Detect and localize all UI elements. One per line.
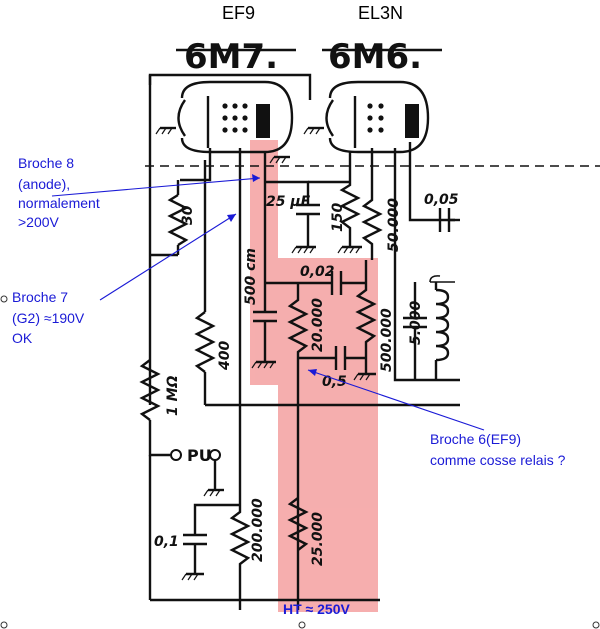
label-cap-0-05: 0,05 <box>424 192 459 208</box>
resistor-500000 <box>355 260 377 374</box>
resistor-el3n-grid <box>361 148 383 260</box>
annotation-pin8: Broche 8 (anode), normalement >200V <box>18 155 100 230</box>
transformer-coil <box>403 275 455 380</box>
capacitor-0-1 <box>183 503 240 574</box>
old-tube-label-6m7: 6M7. <box>184 37 278 77</box>
label-r-30: 30 <box>180 205 196 225</box>
resistor-1mohm <box>139 359 161 421</box>
annotation-pin6-line1: Broche 6(EF9) <box>430 431 521 447</box>
pu-jack <box>170 449 221 490</box>
wire-top-loop <box>148 73 312 405</box>
resistor-20000 <box>287 283 309 610</box>
resistor-400 <box>194 311 216 373</box>
annotation-pin7: Broche 7 (G2) ≈190V OK <box>12 289 85 346</box>
capacitor-0-5 <box>298 346 366 370</box>
annotation-pin7-line1: Broche 7 <box>12 289 68 305</box>
label-r-50000: 50.000 <box>386 198 402 252</box>
annotation-pin8-line3: normalement <box>18 195 100 211</box>
arrow-pin6 <box>307 369 485 431</box>
annotation-pin7-line3: OK <box>12 330 33 346</box>
annotation-pin6-line2: comme cosse relais ? <box>430 452 566 468</box>
tube-label-el3n: EL3N <box>358 3 403 23</box>
resistor-25000 <box>287 497 309 551</box>
arrow-pin8 <box>51 177 261 197</box>
label-r-200000: 200.000 <box>250 498 266 562</box>
label-r-1mohm: 1 MΩ <box>165 375 181 416</box>
annotation-pin8-line4: >200V <box>18 214 60 230</box>
el3n-tube-symbol <box>325 80 430 154</box>
capacitor-500cm <box>253 260 277 362</box>
label-r-20000: 20.000 <box>310 298 326 352</box>
label-r-5000: 5.000 <box>408 300 424 345</box>
capacitor-0-05 <box>438 208 460 232</box>
old-tube-label-6m6: 6M6. <box>328 37 422 77</box>
label-r-500000: 500.000 <box>379 308 395 372</box>
resistor-30 <box>167 193 189 247</box>
annotation-pin7-line2: (G2) ≈190V <box>12 310 85 326</box>
label-cap-0-02: 0,02 <box>300 264 335 280</box>
label-r-400: 400 <box>217 341 233 371</box>
resistor-200000 <box>229 405 251 610</box>
label-cap-0-5: 0,5 <box>322 374 347 390</box>
label-r-25000: 25.000 <box>310 512 326 566</box>
ht-voltage-label: HT ≈ 250V <box>283 601 350 617</box>
label-r-150: 150 <box>330 203 346 232</box>
wire-el3n-screen <box>393 148 460 382</box>
arrow-pin7 <box>99 213 237 301</box>
resistor-150 <box>339 152 361 247</box>
label-cap-500cm: 500 cm <box>243 248 259 305</box>
label-pu: PU <box>187 446 212 465</box>
ef9-wires <box>150 148 460 407</box>
label-cap-0-1: 0,1 <box>154 534 179 550</box>
tube-label-ef9: EF9 <box>222 3 255 23</box>
annotation-pin8-line1: Broche 8 <box>18 155 74 171</box>
annotation-pin8-line2: (anode), <box>18 176 70 192</box>
ef9-tube-symbol <box>177 80 294 154</box>
annotation-pin6: Broche 6(EF9) comme cosse relais ? <box>430 431 566 468</box>
label-cap-25uf: 25 µF <box>266 194 311 210</box>
